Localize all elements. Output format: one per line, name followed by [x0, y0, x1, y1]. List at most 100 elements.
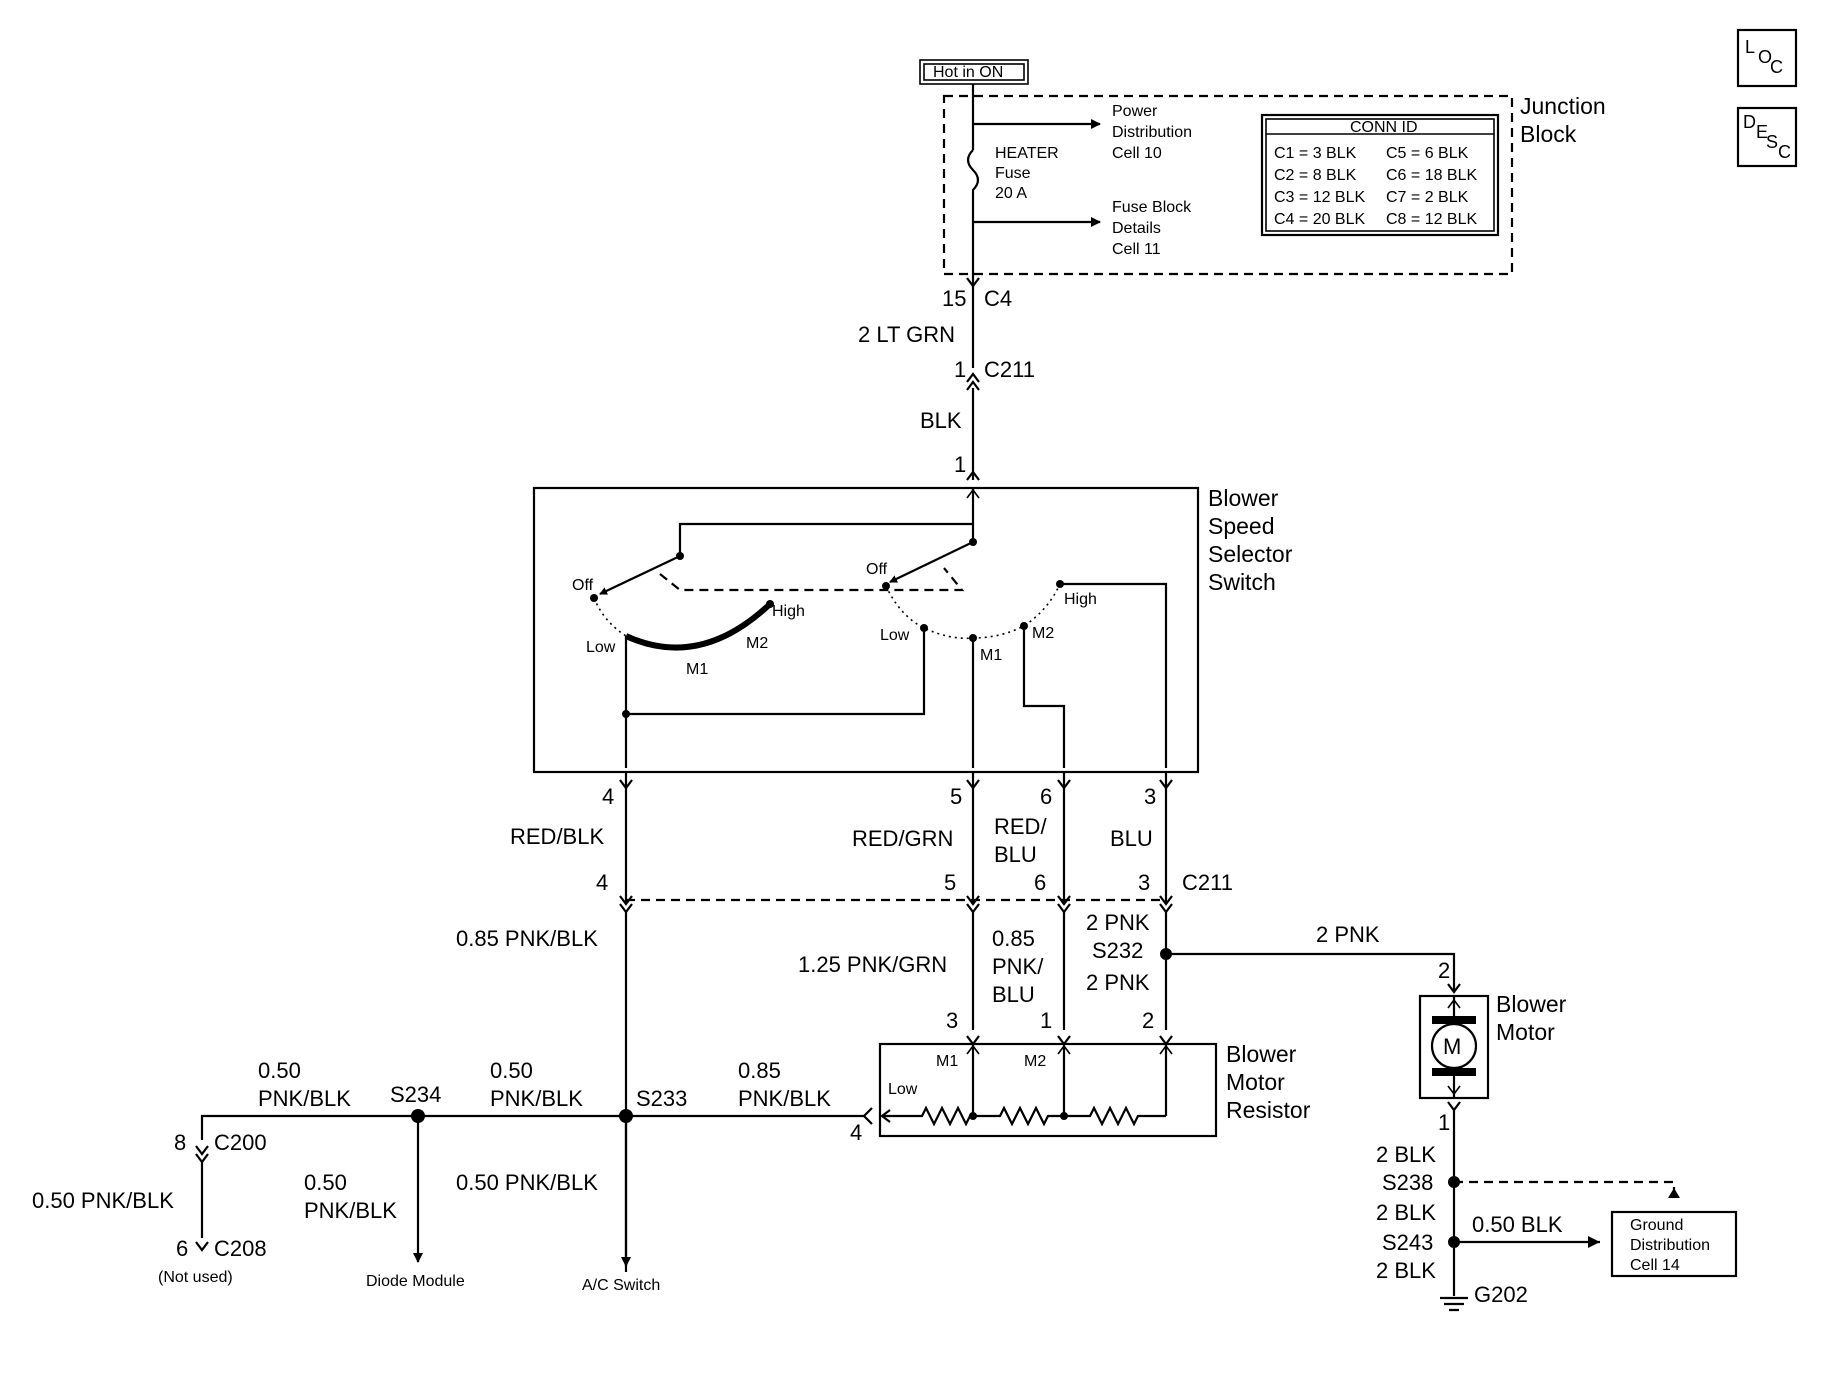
motor-pin2-symbol — [1447, 983, 1461, 994]
wire-2pnk-to-motor — [1166, 952, 1456, 990]
conn-id-table: CONN ID C1 = 3 BLK C5 = 6 BLK C2 = 8 BLK… — [1260, 113, 1500, 237]
m2-to-pin6 — [1022, 626, 1066, 768]
right-low-to-pin4 — [626, 628, 926, 716]
left-off-label: Off — [572, 577, 594, 594]
diode-module-ref[interactable]: Diode Module — [366, 1273, 465, 1290]
loc-letter-c: C — [1770, 57, 1783, 77]
resistor-m1-label: M1 — [936, 1053, 958, 1070]
switch-mechanical-link — [659, 567, 965, 592]
c211-pin4: 4 — [596, 870, 608, 895]
junction-block-label-2: Block — [1520, 121, 1577, 147]
ground-distribution-ref[interactable]: Ground Distribution Cell 14 — [1610, 1210, 1738, 1278]
loc-letter-l: L — [1745, 37, 1755, 57]
c4-label: C4 — [984, 286, 1012, 311]
resistor-low-label: Low — [888, 1081, 918, 1098]
left-high-label: High — [772, 603, 805, 620]
loc-button[interactable]: L O C — [1736, 28, 1798, 88]
conn-id-cell: C1 = 3 BLK — [1274, 145, 1357, 162]
wire-blk-label: BLK — [920, 408, 962, 433]
c211-lower-pins — [619, 895, 1173, 914]
left-m2-label: M2 — [746, 635, 768, 652]
junction-block-label-1: Junction — [1520, 93, 1606, 119]
wire-050-diode-2: PNK/BLK — [304, 1198, 397, 1223]
resistor-top-pins — [966, 1035, 1173, 1046]
switch-pin5: 5 — [950, 784, 962, 809]
power-dist-ref-1[interactable]: Power — [1112, 103, 1158, 120]
c211-lower-label[interactable]: C211 — [1182, 870, 1233, 895]
conn-id-cell: C6 = 18 BLK — [1386, 167, 1478, 184]
hot-in-on-label: Hot in ON — [919, 59, 1029, 85]
wire-085-lower-2: PNK/BLK — [738, 1086, 831, 1111]
motor-symbol: M — [1443, 1034, 1461, 1059]
motor-icon — [1430, 1022, 1478, 1070]
resistor-pin2: 2 — [1142, 1008, 1154, 1033]
loc-letter-o: O — [1758, 47, 1772, 67]
c211-label[interactable]: C211 — [984, 357, 1035, 382]
c211-pin: 1 — [954, 357, 966, 382]
fuse-label-1: HEATER — [995, 145, 1059, 162]
left-contact-arc — [624, 601, 773, 651]
motor-pin1-symbol — [1447, 1101, 1461, 1112]
wire-050-left-1: 0.50 — [258, 1058, 301, 1083]
motor-brush-top — [1432, 1016, 1476, 1024]
power-dist-ref-2[interactable]: Distribution — [1112, 124, 1192, 141]
ground-g202-label: G202 — [1474, 1282, 1528, 1307]
wire-050-c208-label: 0.50 PNK/BLK — [32, 1188, 174, 1213]
fuse-block-ref-2[interactable]: Details — [1112, 220, 1161, 237]
wire-pnkblk-horizontal — [200, 1114, 864, 1140]
c208-label[interactable]: C208 — [214, 1236, 267, 1261]
desc-letter-d: D — [1743, 112, 1756, 132]
resistor-title-3: Resistor — [1226, 1097, 1311, 1123]
heater-fuse-icon — [966, 149, 980, 270]
connector-c211-symbol — [966, 372, 980, 391]
wire-2blk-2: 2 BLK — [1376, 1200, 1436, 1225]
splice-s233-label: S233 — [636, 1086, 687, 1111]
switch-pin3: 3 — [1144, 784, 1156, 809]
wire-2blk-1: 2 BLK — [1376, 1142, 1436, 1167]
right-off-label: Off — [866, 561, 888, 578]
wire-050-mid-1: 0.50 — [490, 1058, 533, 1083]
wire-050-mid-2: PNK/BLK — [490, 1086, 583, 1111]
switch-pin6: 6 — [1040, 784, 1052, 809]
left-switch-blade — [599, 555, 681, 595]
resistor-title-2: Motor — [1226, 1069, 1285, 1095]
fuse-block-ref-3[interactable]: Cell 11 — [1112, 241, 1161, 258]
right-m1-label: M1 — [980, 647, 1002, 664]
resistor-pin1: 1 — [1040, 1008, 1052, 1033]
wire-redblu-label-1: RED/ — [994, 814, 1047, 839]
switch-title-4: Switch — [1208, 569, 1276, 595]
motor-lead-arrows — [1447, 998, 1461, 1096]
resistor-pin4-symbol — [862, 1107, 873, 1125]
wire-085-lower-1: 0.85 — [738, 1058, 781, 1083]
junction-block-outline — [942, 94, 1514, 276]
switch-left-common — [678, 522, 973, 556]
blower-resistor-box — [878, 1042, 1218, 1138]
splice-s238-label: S238 — [1382, 1170, 1433, 1195]
connector-c208-symbol — [195, 1241, 209, 1252]
resistor-pin4: 4 — [850, 1120, 862, 1145]
c4-pin: 15 — [942, 286, 966, 311]
fuse-block-ref-1[interactable]: Fuse Block — [1112, 199, 1192, 216]
conn-id-cell: C4 = 20 BLK — [1274, 211, 1366, 228]
resistor-coils — [884, 1105, 1166, 1127]
wire-2pnk-a-label: 2 PNK — [1086, 910, 1150, 935]
right-low-label: Low — [880, 627, 910, 644]
wire-050-ac-label: 0.50 PNK/BLK — [456, 1170, 598, 1195]
wire-2pnk-b-label: 2 PNK — [1086, 970, 1150, 995]
wire-pnkblu-label-3: BLU — [992, 982, 1035, 1007]
wire-125-pnkgrn-label: 1.25 PNK/GRN — [798, 952, 947, 977]
ac-switch-ref[interactable]: A/C Switch — [582, 1277, 660, 1294]
splice-s232-label: S232 — [1092, 938, 1143, 963]
switch-title-2: Speed — [1208, 513, 1275, 539]
c200-label[interactable]: C200 — [214, 1130, 267, 1155]
c211-pin6: 6 — [1034, 870, 1046, 895]
conn-id-cell: C7 = 2 BLK — [1386, 189, 1469, 206]
right-switch-blade — [889, 541, 974, 583]
switch-pin4: 4 — [602, 784, 614, 809]
wire-050-blk-label: 0.50 BLK — [1472, 1212, 1563, 1237]
ground-ref-2: Distribution — [1630, 1237, 1710, 1254]
power-dist-ref-3[interactable]: Cell 10 — [1112, 145, 1162, 162]
desc-button[interactable]: D E S C — [1736, 106, 1798, 168]
motor-pin2: 2 — [1438, 958, 1450, 983]
wire-050-left-2: PNK/BLK — [258, 1086, 351, 1111]
